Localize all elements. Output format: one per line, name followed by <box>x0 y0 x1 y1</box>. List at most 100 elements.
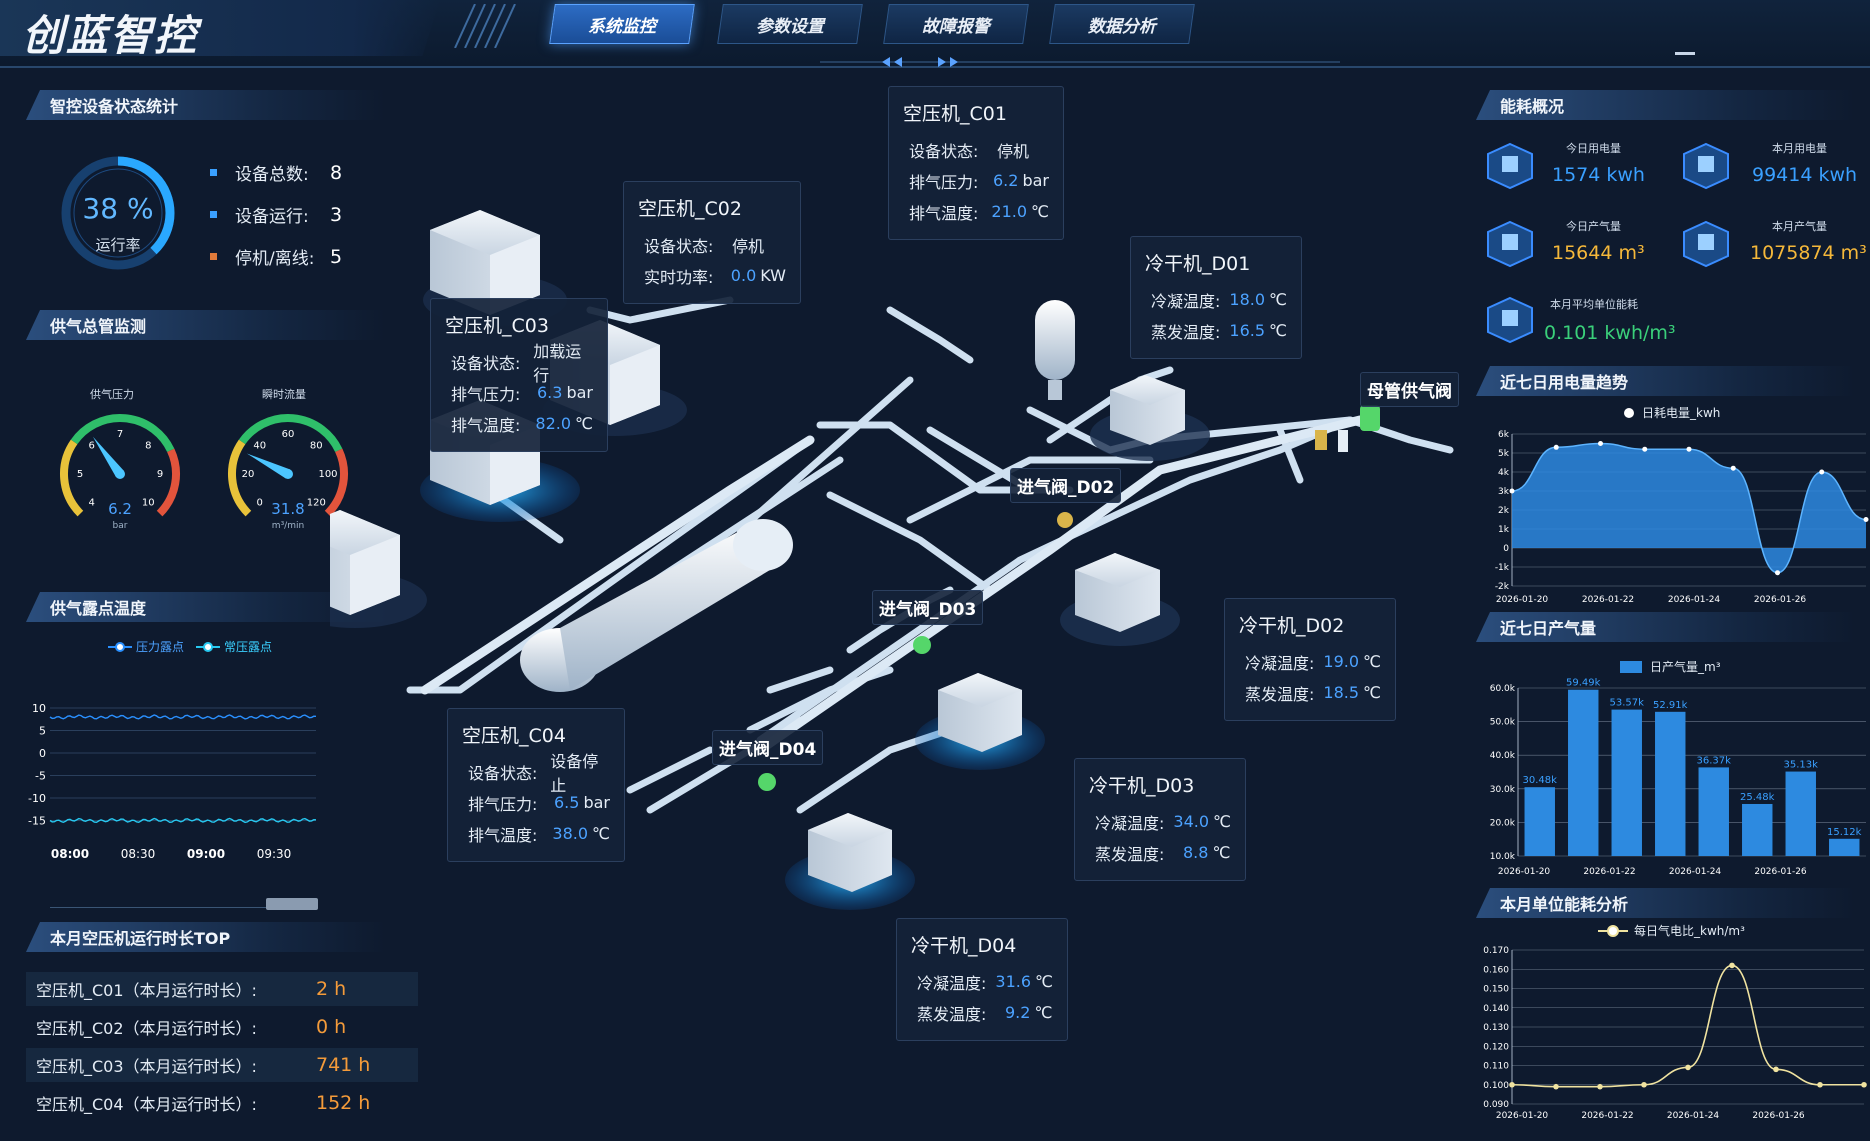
gauge-pressure-label: 供气压力 <box>90 388 134 401</box>
chart-x-tick: 2026-01-26 <box>1754 595 1807 605</box>
valve-label-d03[interactable]: 进气阀_D03 <box>872 590 984 625</box>
row-key: 冷凝温度: <box>1151 291 1221 311</box>
row-value: 34.0 <box>1173 812 1210 831</box>
tab-param-settings[interactable]: 参数设置 <box>717 4 863 44</box>
valve-label-d04[interactable]: 进气阀_D04 <box>712 730 824 765</box>
row-key: 排气温度: <box>468 825 538 845</box>
main-valve-icon <box>1315 405 1380 452</box>
card-row-cond: 冷凝温度:19.0℃ <box>1239 646 1381 677</box>
dew-y-tick: 10 <box>32 702 46 715</box>
row-key: 蒸发温度: <box>917 1004 987 1024</box>
dryer-d03-icon <box>915 673 1045 770</box>
legend-dot-icon <box>196 641 220 652</box>
row-unit: ℃ <box>592 824 610 843</box>
tab-fault-alarm[interactable]: 故障报警 <box>883 4 1029 44</box>
card-row-cond: 冷凝温度:31.6℃ <box>911 966 1053 997</box>
chart-x-tick: 2026-01-22 <box>1582 595 1634 605</box>
runtime-label: 空压机_C04（本月运行时长）: <box>36 1095 257 1114</box>
gas-bar <box>1829 838 1860 856</box>
zoom-handle[interactable] <box>266 898 318 910</box>
unit-point <box>1861 1081 1867 1088</box>
row-value: 21.0 <box>991 202 1028 221</box>
stat-label: 设备总数: <box>235 165 309 185</box>
card-row-status: 设备状态:加载运行 <box>445 342 593 385</box>
card-title: 空压机_C01 <box>903 103 1007 125</box>
card-dryer-d01[interactable]: 冷干机_D01 冷凝温度:18.0℃ 蒸发温度:16.5℃ <box>1130 236 1302 359</box>
gas-bar-label: 52.91k <box>1653 700 1688 711</box>
chart-y-tick: 2k <box>1498 506 1510 516</box>
gauge-tick-label: 80 <box>310 441 323 452</box>
gas-output-legend: 日产气量_m³ <box>1620 658 1721 675</box>
dryer-d02-icon <box>1060 553 1180 646</box>
tab-system-monitor[interactable]: 系统监控 <box>549 4 695 44</box>
unit-energy-icon <box>1487 296 1533 344</box>
gauge-tick-label: 40 <box>253 441 266 452</box>
energy-label: 本月平均单位能耗 <box>1550 298 1638 311</box>
run-rate-ring <box>61 156 175 270</box>
dew-y-tick: 5 <box>39 725 46 738</box>
row-unit: bar <box>583 793 610 812</box>
energy-label: 本月用电量 <box>1772 142 1827 155</box>
gauge-tick-label: 60 <box>282 429 295 440</box>
dew-zoom-slider[interactable] <box>50 896 318 910</box>
unit-line <box>1511 964 1864 1088</box>
unit-point <box>1685 1064 1691 1071</box>
runtime-label: 空压机_C03（本月运行时长）: <box>36 1057 257 1076</box>
gas-bar <box>1785 771 1816 856</box>
dryer-d04-icon <box>785 813 915 910</box>
card-row-cond: 冷凝温度:18.0℃ <box>1145 284 1287 315</box>
valve-label-d02[interactable]: 进气阀_D02 <box>1010 468 1122 503</box>
runtime-row: 空压机_C01（本月运行时长）:2 h <box>26 972 418 1006</box>
card-dryer-d03[interactable]: 冷干机_D03 冷凝温度:34.0℃ 蒸发温度:8.8℃ <box>1074 758 1246 881</box>
chart-y-tick: 0.110 <box>1483 1062 1509 1072</box>
compressor-c04-icon <box>330 510 427 628</box>
gas-bar-label: 30.48k <box>1523 775 1558 786</box>
dew-legend-atmos: 常压露点 <box>196 638 272 655</box>
device-status-title: 智控设备状态统计 <box>26 90 386 120</box>
legend-label: 日产气量_m³ <box>1650 660 1721 674</box>
gauge-unit: bar <box>113 521 128 531</box>
supply-main-title: 供气总管监测 <box>26 310 386 340</box>
gauge-tick-label: 6 <box>89 441 95 452</box>
card-row-temp: 排气温度:38.0℃ <box>462 818 610 849</box>
row-unit: ℃ <box>1363 652 1381 671</box>
row-value: 停机 <box>732 236 765 256</box>
unit-energy-chart: 0.1700.1600.1500.1400.1300.1200.1100.100… <box>1483 946 1867 1120</box>
card-row-evap: 蒸发温度:16.5℃ <box>1145 315 1287 346</box>
gauge-band-high <box>156 448 180 517</box>
chart-x-tick: 2026-01-26 <box>1752 1111 1805 1120</box>
runtime-value: 741 h <box>316 1054 371 1076</box>
tab-data-analysis[interactable]: 数据分析 <box>1049 4 1195 44</box>
row-value: 16.5 <box>1229 321 1266 340</box>
power-point <box>1775 570 1780 576</box>
chart-x-tick: 2026-01-26 <box>1754 867 1807 877</box>
chart-x-tick: 2026-01-20 <box>1496 1111 1549 1120</box>
chart-y-tick: 6k <box>1498 430 1510 440</box>
chart-y-tick: 60.0k <box>1490 684 1516 694</box>
card-row-temp: 排气温度:21.0℃ <box>903 196 1049 227</box>
power-line <box>1511 442 1867 574</box>
row-value: 18.5 <box>1323 683 1360 702</box>
gauge-hub <box>115 469 125 479</box>
valve-label-main[interactable]: 母管供气阀 <box>1360 372 1459 407</box>
runtime-label: 空压机_C01（本月运行时长）: <box>36 981 257 1000</box>
power-point <box>1819 469 1825 475</box>
gauge-needle <box>92 436 125 477</box>
unit-point <box>1817 1081 1823 1088</box>
gauge-unit: m³/min <box>272 521 304 531</box>
row-value: 18.0 <box>1229 290 1266 309</box>
card-title: 空压机_C04 <box>462 725 566 747</box>
card-row-status: 设备状态:停机 <box>903 134 1049 165</box>
power-trend-title: 近七日用电量趋势 <box>1476 366 1856 396</box>
card-dryer-d04[interactable]: 冷干机_D04 冷凝温度:31.6℃ 蒸发温度:9.2℃ <box>896 918 1068 1041</box>
card-dryer-d02[interactable]: 冷干机_D02 冷凝温度:19.0℃ 蒸发温度:18.5℃ <box>1224 598 1396 721</box>
chart-y-tick: -1k <box>1495 563 1510 573</box>
gas-bar-label: 36.37k <box>1697 755 1732 766</box>
